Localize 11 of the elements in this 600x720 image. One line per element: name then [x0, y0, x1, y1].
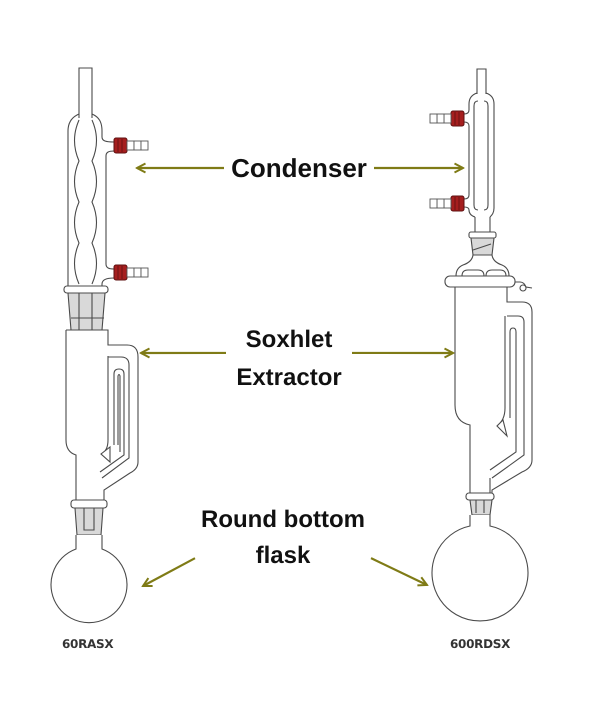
part-label: Soxhlet Extractor: [228, 321, 350, 397]
part-label: Condenser: [226, 153, 372, 183]
leader-arrow: [374, 162, 464, 174]
leader-arrow: [352, 348, 454, 358]
leader-arrow: [140, 348, 226, 358]
leader-arrow: [136, 162, 224, 174]
leader-arrow: [142, 557, 196, 587]
model-number-label: 60RASX: [62, 637, 114, 651]
part-label: Round bottom flask: [197, 502, 369, 574]
leader-arrow: [370, 557, 428, 586]
model-number-label: 600RDSX: [450, 637, 510, 651]
